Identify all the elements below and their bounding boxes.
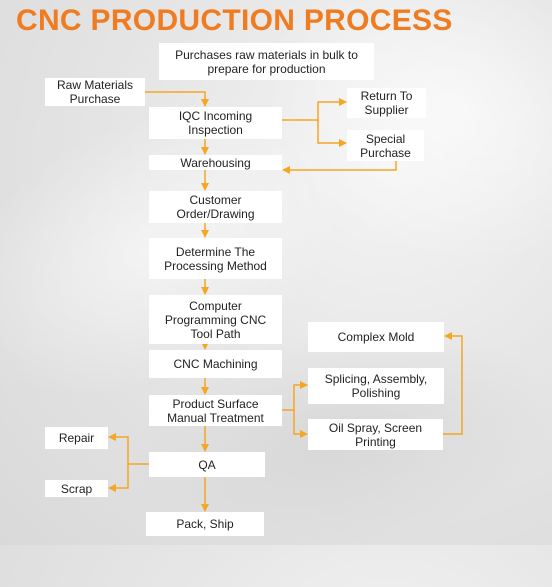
step-complex-mold: Complex Mold (308, 322, 444, 352)
step-surface-treatment: Product Surface Manual Treatment (149, 395, 282, 426)
step-return-to-supplier: Return To Supplier (347, 88, 426, 118)
step-purchases-bulk: Purchases raw materials in bulk to prepa… (159, 43, 374, 80)
arrow-qa-to-scrap (108, 464, 129, 492)
arrow-raw-to-iqc (145, 91, 209, 107)
arrow-surface-to-splicing (282, 381, 308, 411)
arrow-iqc-to-return (282, 98, 347, 121)
arrow-oilspray-to-complexmold (443, 332, 463, 435)
step-raw-materials: Raw Materials Purchase (45, 78, 145, 106)
step-pack-ship: Pack, Ship (146, 512, 264, 536)
page-title: CNC PRODUCTION PROCESS (16, 4, 453, 37)
step-iqc-inspection: IQC Incoming Inspection (149, 107, 282, 139)
flow-arrows (108, 91, 463, 512)
step-determine-method: Determine The Processing Method (149, 238, 282, 279)
step-scrap: Scrap (45, 480, 108, 497)
arrow-iqc-to-special (317, 120, 347, 147)
step-qa: QA (149, 452, 265, 477)
step-repair: Repair (45, 427, 108, 449)
arrow-special-to-warehousing (282, 161, 397, 174)
arrow-qa-to-repair (108, 433, 149, 465)
step-oil-spray: Oil Spray, Screen Printing (308, 419, 443, 450)
step-computer-programming: Computer Programming CNC Tool Path (149, 295, 282, 344)
step-customer-order: Customer Order/Drawing (149, 191, 282, 223)
arrow-surface-to-oilspray (293, 410, 308, 438)
step-splicing-assembly: Splicing, Assembly, Polishing (308, 368, 444, 404)
step-warehousing: Warehousing (149, 155, 282, 170)
step-cnc-machining: CNC Machining (149, 350, 282, 378)
step-special-purchase: Special Purchase (347, 130, 424, 161)
